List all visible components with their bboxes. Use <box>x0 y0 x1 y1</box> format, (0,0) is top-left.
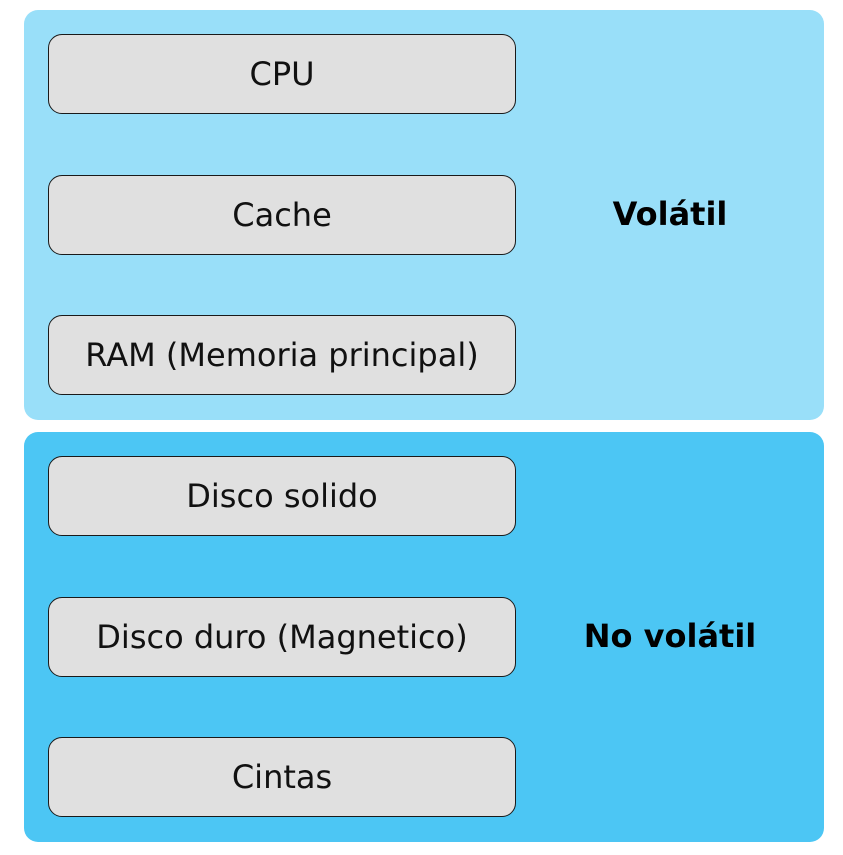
memory-level-cpu: CPU <box>48 34 516 114</box>
memory-level-ram: RAM (Memoria principal) <box>48 315 516 395</box>
memory-level-cache: Cache <box>48 175 516 255</box>
memory-level-tape: Cintas <box>48 737 516 817</box>
nonvolatile-group-label: No volátil <box>583 617 757 655</box>
volatile-group-label: Volátil <box>612 195 728 233</box>
nonvolatile-group: Disco solido Disco duro (Magnetico) Cint… <box>24 432 824 842</box>
volatile-group: CPU Cache RAM (Memoria principal) Voláti… <box>24 10 824 420</box>
memory-level-ssd: Disco solido <box>48 456 516 536</box>
memory-level-hdd: Disco duro (Magnetico) <box>48 597 516 677</box>
